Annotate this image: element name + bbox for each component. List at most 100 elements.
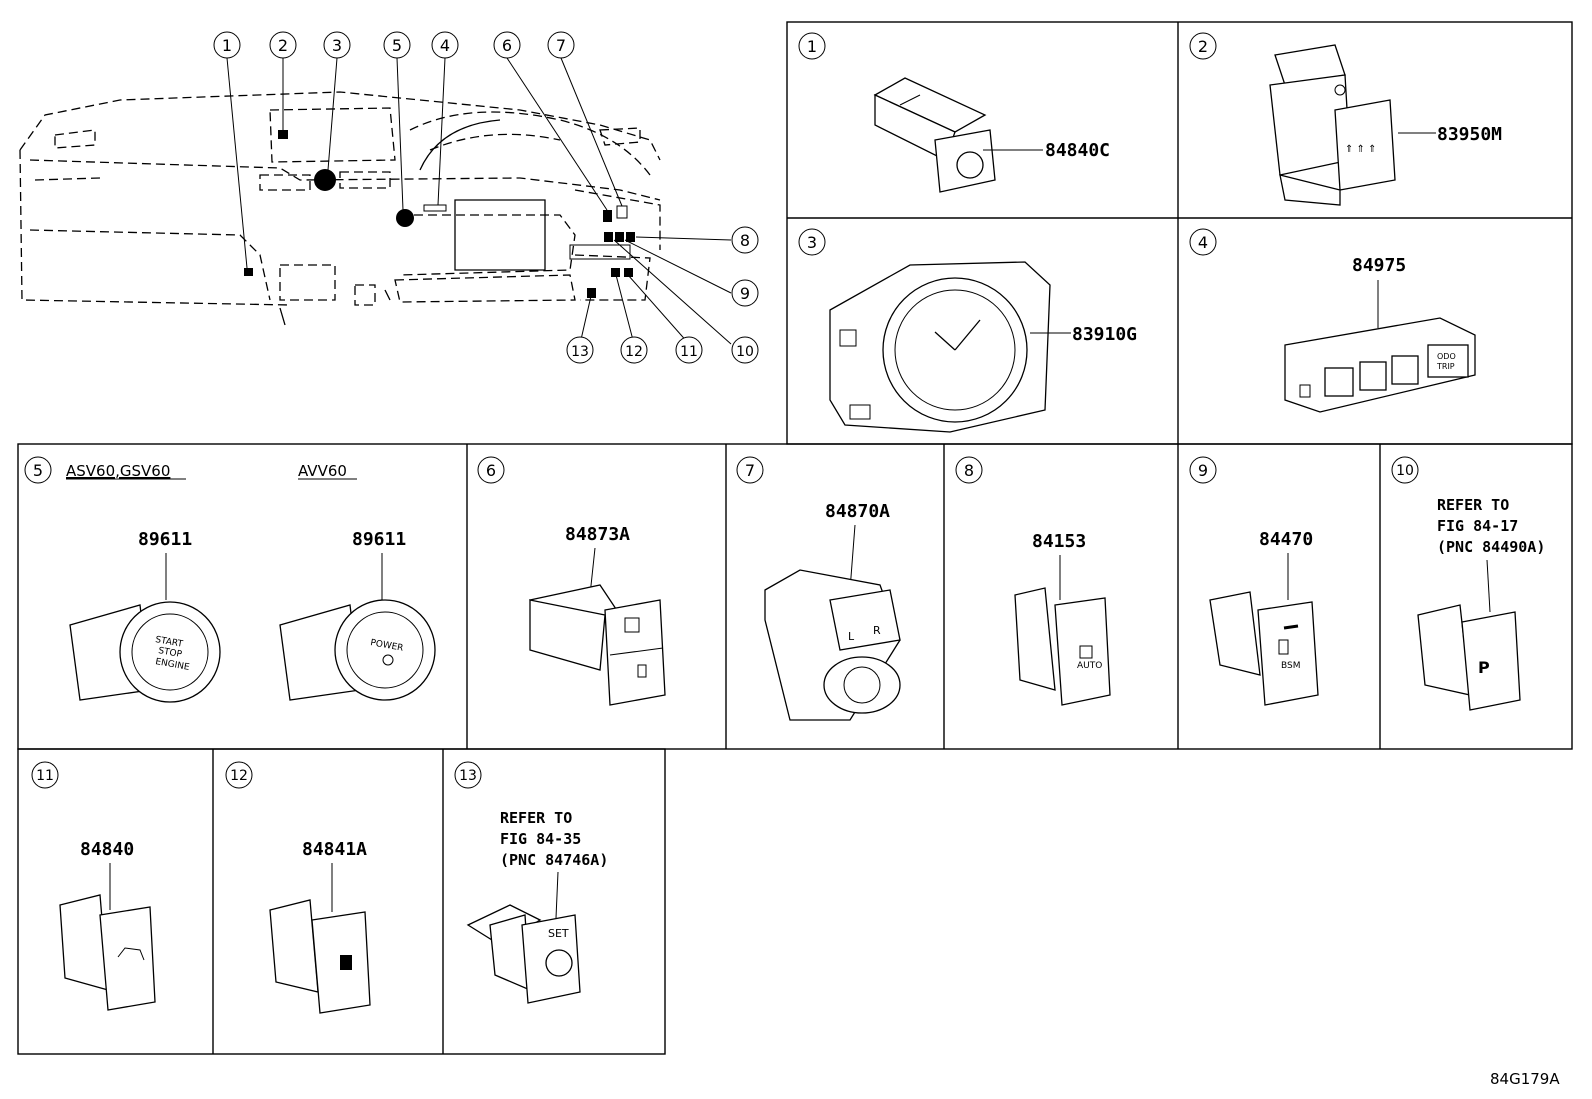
panel-10: 10 REFER TO FIG 84-17 (PNC 84490A) P: [1391, 456, 1545, 711]
callout-10: 10: [731, 336, 759, 364]
panel-8: 8 84153 AUTO: [955, 456, 1111, 706]
svg-text:2: 2: [278, 36, 288, 55]
switch-84470-drawing: BSM: [1209, 591, 1319, 706]
callout-13: 13: [566, 336, 594, 364]
callout-9: 9: [731, 279, 759, 307]
switch-4-odo-text: ODO: [1437, 352, 1456, 361]
switch-84840-drawing: [59, 894, 156, 1011]
overview-callouts: 1 2 3 5 4 6 7 8 9 10 11 12 13: [213, 31, 759, 364]
panel-11-index: 11: [36, 768, 54, 784]
panel-3-index: 3: [807, 233, 817, 252]
svg-text:9: 9: [740, 284, 750, 303]
panel-12: 12 84841A: [225, 761, 371, 1014]
switch-83950M-drawing: ⇑ ⇑ ⇑: [1269, 44, 1396, 206]
callout-6: 6: [493, 31, 521, 59]
panel-5-index: 5: [33, 461, 43, 480]
svg-text:4: 4: [440, 36, 450, 55]
callout-4: 4: [431, 31, 459, 59]
part-number-84153: 84153: [1032, 531, 1086, 552]
svg-text:1: 1: [222, 36, 232, 55]
panel-6-index: 6: [486, 461, 496, 480]
panel-5: 5 ASV60,GSV60 AVV60 89611 START STOP ENG…: [24, 456, 436, 703]
refer-13-line-3: (PNC 84746A): [500, 851, 608, 869]
callout-12: 12: [620, 336, 648, 364]
svg-text:⇑ ⇑ ⇑: ⇑ ⇑ ⇑: [1345, 144, 1377, 155]
svg-text:7: 7: [556, 36, 566, 55]
mirror-label-l: L: [848, 630, 855, 643]
part-number-84873A: 84873A: [565, 524, 630, 545]
callout-5: 5: [383, 31, 411, 59]
panel-13: 13 REFER TO FIG 84-35 (PNC 84746A) SET: [454, 761, 608, 1004]
panel-9-index: 9: [1198, 461, 1208, 480]
switch-84873A-drawing: [528, 584, 666, 706]
parking-switch-drawing: P: [1417, 604, 1521, 711]
svg-text:5: 5: [392, 36, 402, 55]
part-number-84470: 84470: [1259, 529, 1313, 550]
mirror-label-r: R: [873, 624, 881, 637]
switch-84153-drawing: AUTO: [1014, 587, 1111, 706]
svg-text:8: 8: [740, 231, 750, 250]
mirror-switch-drawing: L R: [764, 569, 901, 721]
auto-text: AUTO: [1077, 661, 1102, 671]
part-number-84840: 84840: [80, 839, 134, 860]
refer-10-line-2: FIG 84-17: [1437, 517, 1518, 535]
panel-7: 7 84870A L R: [736, 456, 901, 721]
panel-2: 2 ⇑ ⇑ ⇑ 83950M: [1189, 32, 1502, 206]
callout-7: 7: [547, 31, 575, 59]
panel-2-index: 2: [1198, 37, 1208, 56]
callout-8: 8: [731, 226, 759, 254]
panel-10-index: 10: [1396, 463, 1414, 479]
switch-84975-drawing: ODO TRIP: [1284, 317, 1476, 413]
panel-7-index: 7: [745, 461, 755, 480]
switch-84841A-drawing: [269, 899, 371, 1014]
panel-3: 3 83910G: [798, 228, 1137, 433]
panel-1: 1 84840C: [798, 32, 1110, 193]
switch-4-trip-text: TRIP: [1436, 362, 1455, 371]
panel-6: 6 84873A: [477, 456, 666, 706]
clock-83910G-drawing: [829, 261, 1051, 433]
dashboard-overview: [19, 57, 732, 345]
panel-12-index: 12: [230, 768, 248, 784]
panel-13-index: 13: [459, 768, 477, 784]
svg-text:12: 12: [625, 344, 643, 360]
callout-3: 3: [323, 31, 351, 59]
part-number-89611-a: 89611: [138, 529, 192, 550]
svg-text:10: 10: [736, 344, 754, 360]
part-number-84841A: 84841A: [302, 839, 367, 860]
panel-grid: [17, 21, 1573, 1055]
part-number-84840C: 84840C: [1045, 140, 1110, 161]
bsm-text: BSM: [1281, 661, 1301, 671]
refer-13-line-1: REFER TO: [500, 809, 572, 827]
panel-11: 11 84840: [31, 761, 156, 1011]
refer-10-line-1: REFER TO: [1437, 496, 1509, 514]
part-number-84975: 84975: [1352, 255, 1406, 276]
figure-code: 84G179A: [1490, 1070, 1560, 1088]
variant-label-avv60: AVV60: [298, 462, 347, 480]
panel-1-index: 1: [807, 37, 817, 56]
part-number-84870A: 84870A: [825, 501, 890, 522]
set-switch-drawing: SET: [466, 904, 581, 1004]
svg-text:3: 3: [332, 36, 342, 55]
callout-2: 2: [269, 31, 297, 59]
panel-9: 9 84470 BSM: [1189, 456, 1319, 706]
variant-label-asv60-gsv60: ASV60,GSV60: [66, 462, 170, 480]
part-number-89611-b: 89611: [352, 529, 406, 550]
panel-4: 4 84975 ODO TRIP: [1189, 228, 1476, 413]
switch-84840C-drawing: [873, 77, 996, 193]
part-number-83910G: 83910G: [1072, 324, 1137, 345]
refer-13-line-2: FIG 84-35: [500, 830, 581, 848]
svg-text:P: P: [1478, 658, 1490, 677]
callout-1: 1: [213, 31, 241, 59]
panel-4-index: 4: [1198, 233, 1208, 252]
panel-8-index: 8: [964, 461, 974, 480]
svg-text:13: 13: [571, 344, 589, 360]
set-text: SET: [548, 927, 569, 940]
svg-text:11: 11: [680, 344, 698, 360]
refer-10-line-3: (PNC 84490A): [1437, 538, 1545, 556]
part-number-83950M: 83950M: [1437, 124, 1502, 145]
power-switch-drawing: POWER: [279, 599, 436, 701]
start-stop-switch-drawing: START STOP ENGINE: [69, 601, 221, 703]
start-stop-text-2: STOP: [157, 646, 183, 660]
start-stop-text-1: START: [154, 635, 184, 650]
